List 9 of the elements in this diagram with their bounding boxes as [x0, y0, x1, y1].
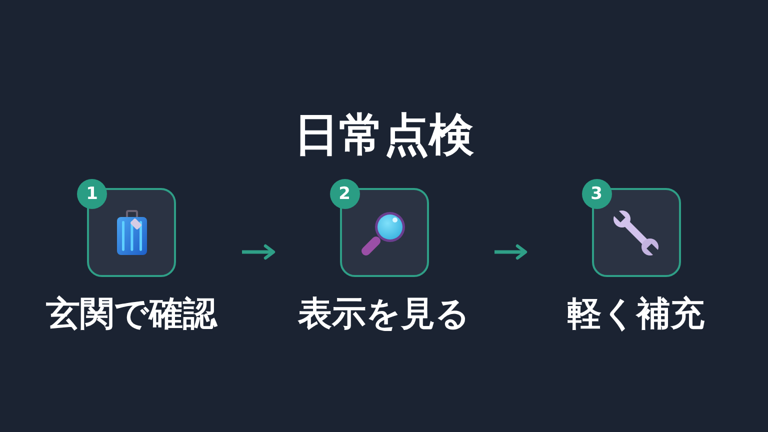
arrow	[494, 244, 528, 260]
arrow	[242, 244, 276, 260]
step-label: 表示を見る	[298, 296, 470, 334]
step-label: 玄関で確認	[46, 296, 217, 334]
step-number-badge: 1	[77, 179, 107, 209]
step-label: 軽く補充	[568, 296, 704, 334]
diagram-title: 日常点検	[294, 110, 474, 160]
step-number-badge: 3	[582, 179, 612, 209]
step-number-badge: 2	[330, 179, 360, 209]
